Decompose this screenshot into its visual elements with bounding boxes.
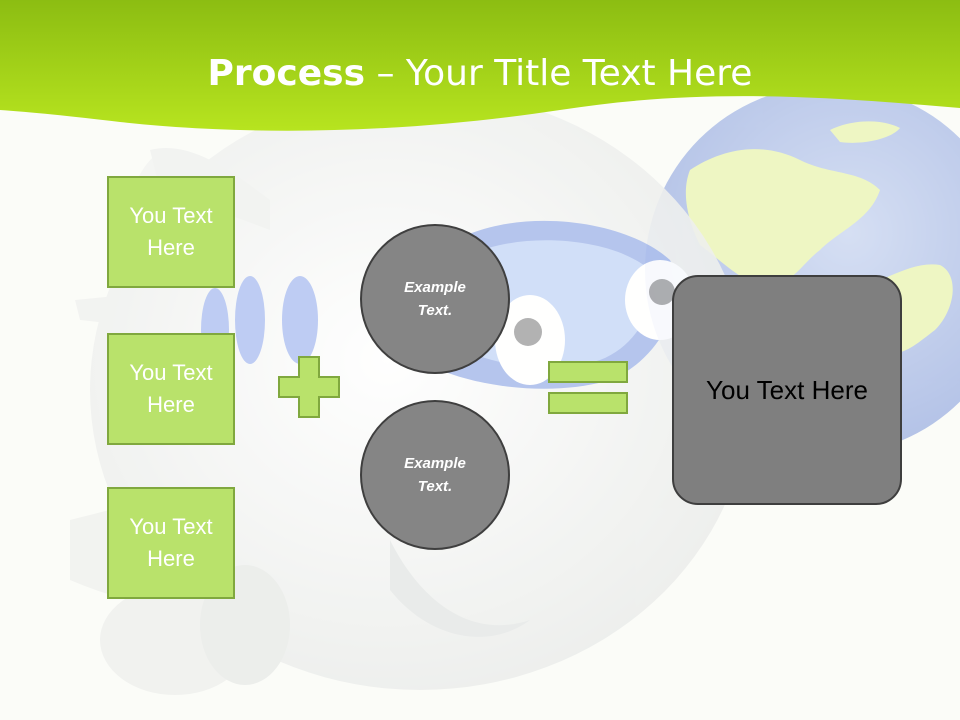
text-box-1[interactable]: You Text Here (107, 176, 235, 288)
equals-icon (548, 361, 628, 414)
title-bold: Process (207, 53, 366, 94)
text-box-2[interactable]: You Text Here (107, 333, 235, 445)
header-band (0, 0, 960, 131)
result-box[interactable]: You Text Here (672, 275, 902, 505)
slide-title: Process – Your Title Text Here (0, 52, 960, 96)
plus-icon (278, 356, 340, 418)
example-circle-2[interactable]: Example Text. (360, 400, 510, 550)
title-rest: – Your Title Text Here (365, 53, 753, 94)
text-box-3[interactable]: You Text Here (107, 487, 235, 599)
example-circle-1[interactable]: Example Text. (360, 224, 510, 374)
